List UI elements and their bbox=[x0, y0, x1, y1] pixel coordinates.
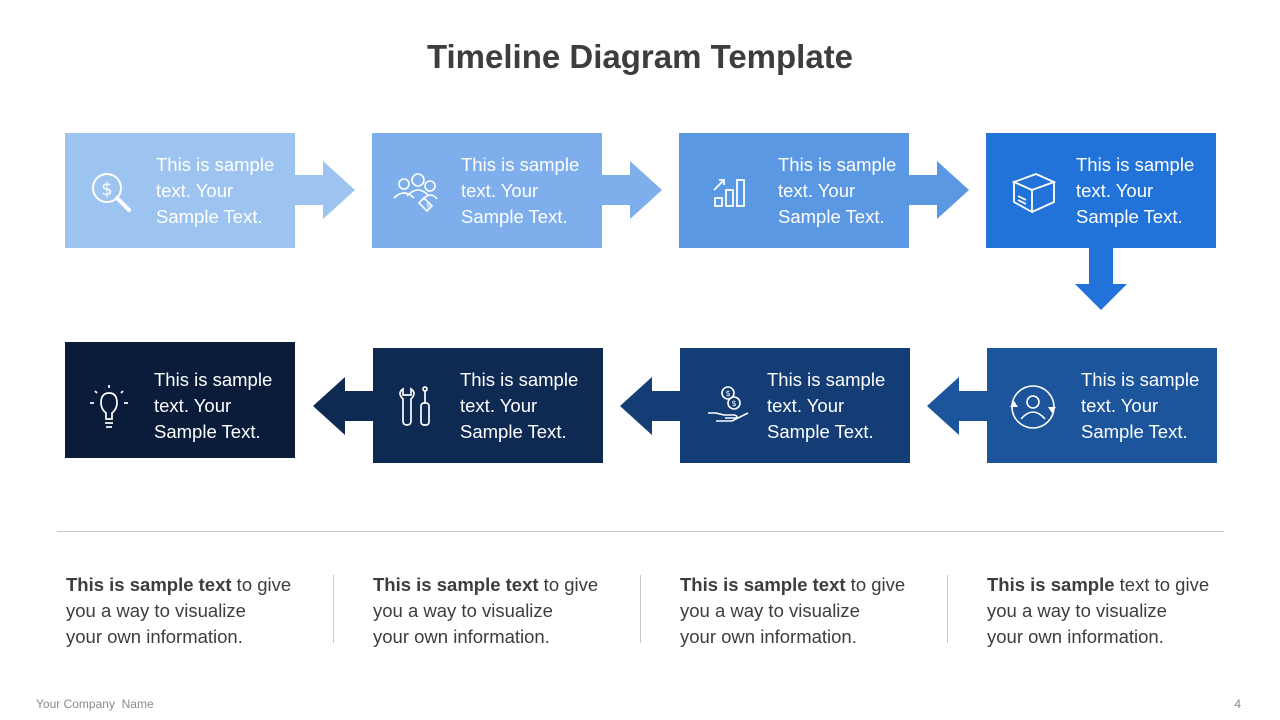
step-text-line: Sample Text. bbox=[156, 206, 263, 227]
step-text-line: This is sample bbox=[778, 154, 897, 175]
step-text-line: text. Your bbox=[156, 180, 234, 201]
step-text-line: Sample Text. bbox=[1076, 206, 1183, 227]
note-text: your own information. bbox=[680, 626, 857, 647]
arrow-left-3 bbox=[313, 377, 373, 435]
footer-company-name: Your Company Name bbox=[36, 697, 154, 711]
note-text: text to give bbox=[1114, 574, 1210, 595]
arrow-down bbox=[1075, 248, 1127, 310]
package-box-icon bbox=[1010, 168, 1058, 216]
timeline-step-5: This is sample text. Your Sample Text. bbox=[987, 348, 1217, 463]
timeline-step-7: This is sample text. Your Sample Text. bbox=[373, 348, 603, 463]
step-text-line: text. Your bbox=[154, 395, 232, 416]
svg-text:$: $ bbox=[731, 399, 736, 408]
arrow-right-1 bbox=[295, 161, 355, 219]
dollar-search-icon: $ bbox=[87, 168, 135, 216]
step-text-line: This is sample bbox=[460, 369, 579, 390]
people-price-tag-icon: $ bbox=[390, 168, 438, 216]
note-separator bbox=[333, 575, 334, 643]
arrow-right-3 bbox=[909, 161, 969, 219]
note-text: you a way to visualize bbox=[680, 600, 860, 621]
note-bold: This is sample text bbox=[373, 574, 539, 595]
arrow-left-2 bbox=[620, 377, 680, 435]
step-text-line: Sample Text. bbox=[154, 421, 261, 442]
svg-text:$: $ bbox=[101, 179, 112, 200]
step-text-line: This is sample bbox=[767, 369, 886, 390]
note-text: your own information. bbox=[987, 626, 1164, 647]
arrow-left-1 bbox=[927, 377, 987, 435]
step-text-line: text. Your bbox=[778, 180, 856, 201]
step-text-line: text. Your bbox=[767, 395, 845, 416]
note-text: your own information. bbox=[66, 626, 243, 647]
step-text-line: Sample Text. bbox=[461, 206, 568, 227]
page-number: 4 bbox=[1234, 697, 1241, 711]
step-text-line: text. Your bbox=[1076, 180, 1154, 201]
timeline-step-3: This is sample text. Your Sample Text. bbox=[679, 133, 909, 248]
step-text-line: text. Your bbox=[1081, 395, 1159, 416]
step-text-line: Sample Text. bbox=[778, 206, 885, 227]
note-separator bbox=[640, 575, 641, 643]
timeline-step-6: $ $ This is sample text. Your Sample Tex… bbox=[680, 348, 910, 463]
step-text-line: text. Your bbox=[461, 180, 539, 201]
timeline-step-2: $ This is sample text. Your Sample Text. bbox=[372, 133, 602, 248]
note-bold: This is sample bbox=[987, 574, 1115, 595]
svg-text:$: $ bbox=[426, 202, 430, 209]
note-text: your own information. bbox=[373, 626, 550, 647]
step-text-line: This is sample bbox=[1081, 369, 1200, 390]
note-bold: This is sample text bbox=[680, 574, 846, 595]
arrow-right-2 bbox=[602, 161, 662, 219]
step-text-line: Sample Text. bbox=[767, 421, 874, 442]
step-text-line: This is sample bbox=[1076, 154, 1195, 175]
growth-chart-icon bbox=[709, 168, 757, 216]
page-title: Timeline Diagram Template bbox=[426, 38, 854, 75]
timeline-step-1: $ This is sample text. Your Sample Text. bbox=[65, 133, 295, 248]
step-text-line: Sample Text. bbox=[1081, 421, 1188, 442]
step-text-line: text. Your bbox=[460, 395, 538, 416]
note-3: This is sample text to give you a way to… bbox=[680, 572, 930, 650]
svg-text:$: $ bbox=[725, 389, 730, 398]
note-4: This is sample text to give you a way to… bbox=[987, 572, 1237, 650]
note-2: This is sample text to give you a way to… bbox=[373, 572, 623, 650]
hand-coins-icon: $ $ bbox=[706, 383, 754, 431]
step-text-line: This is sample bbox=[156, 154, 275, 175]
note-text: to give bbox=[845, 574, 906, 595]
lightbulb-icon bbox=[85, 383, 133, 431]
note-text: to give bbox=[538, 574, 599, 595]
note-separator bbox=[947, 575, 948, 643]
note-1: This is sample text to give you a way to… bbox=[66, 572, 316, 650]
divider-line bbox=[57, 531, 1224, 532]
user-cycle-icon bbox=[1009, 383, 1057, 431]
note-text: you a way to visualize bbox=[66, 600, 246, 621]
timeline-step-8: This is sample text. Your Sample Text. bbox=[65, 342, 295, 458]
step-text-line: This is sample bbox=[461, 154, 580, 175]
step-text-line: This is sample bbox=[154, 369, 273, 390]
step-text-line: Sample Text. bbox=[460, 421, 567, 442]
tools-icon bbox=[393, 383, 441, 431]
note-bold: This is sample text bbox=[66, 574, 232, 595]
timeline-step-4: This is sample text. Your Sample Text. bbox=[986, 133, 1216, 248]
note-text: you a way to visualize bbox=[987, 600, 1167, 621]
note-text: to give bbox=[231, 574, 292, 595]
note-text: you a way to visualize bbox=[373, 600, 553, 621]
